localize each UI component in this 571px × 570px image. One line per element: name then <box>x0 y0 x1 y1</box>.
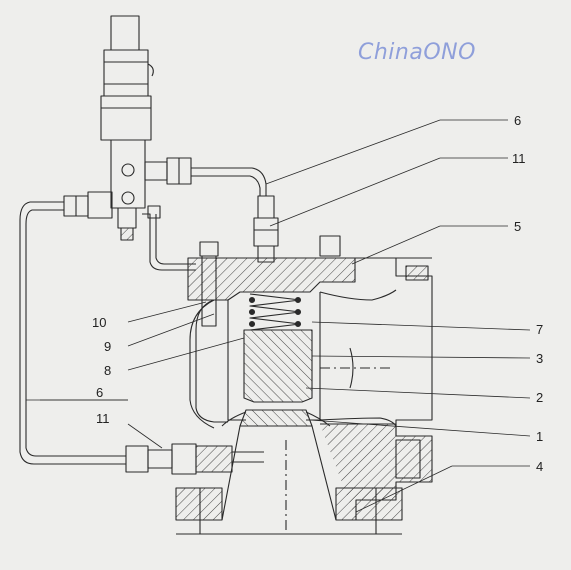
pilot-assembly <box>100 15 154 241</box>
pilot-to-body-tube <box>142 213 196 271</box>
part-label-4: 4 <box>536 459 544 474</box>
inlet-flange-right <box>335 487 403 521</box>
part-label-2: 2 <box>536 390 544 405</box>
pilot-cap <box>110 15 140 51</box>
seat-ring <box>239 409 313 427</box>
inlet-flange-left <box>175 487 223 521</box>
part-label-5: 5 <box>514 219 522 234</box>
part-label-9: 9 <box>104 339 112 354</box>
part-label-11-top: 11 <box>512 151 526 166</box>
part-label-1: 1 <box>536 429 544 444</box>
pilot-upper-fitting <box>144 157 267 196</box>
cover-fitting <box>253 217 279 247</box>
piston <box>243 329 313 403</box>
part-label-6-top: 6 <box>514 113 522 128</box>
part-label-6-left: 6 <box>96 385 104 400</box>
pilot-housing <box>100 95 152 141</box>
part-label-7: 7 <box>536 322 544 337</box>
part-label-8: 8 <box>104 363 112 378</box>
pilot-body <box>103 49 149 97</box>
spring <box>248 293 302 331</box>
sense-tube <box>253 195 279 263</box>
part-label-3: 3 <box>536 351 544 366</box>
leader-lines <box>26 119 531 513</box>
part-label-11-left: 11 <box>96 411 110 426</box>
valve-cover <box>187 257 356 301</box>
part-label-10: 10 <box>92 315 107 330</box>
cover-bolt-right <box>319 235 341 257</box>
cover-bolt-left <box>199 241 219 257</box>
watermark: ChinaONO <box>358 40 476 65</box>
pilot-valve <box>110 139 146 209</box>
main-valve-body <box>125 235 433 535</box>
pilot-left-fitting <box>19 191 126 465</box>
